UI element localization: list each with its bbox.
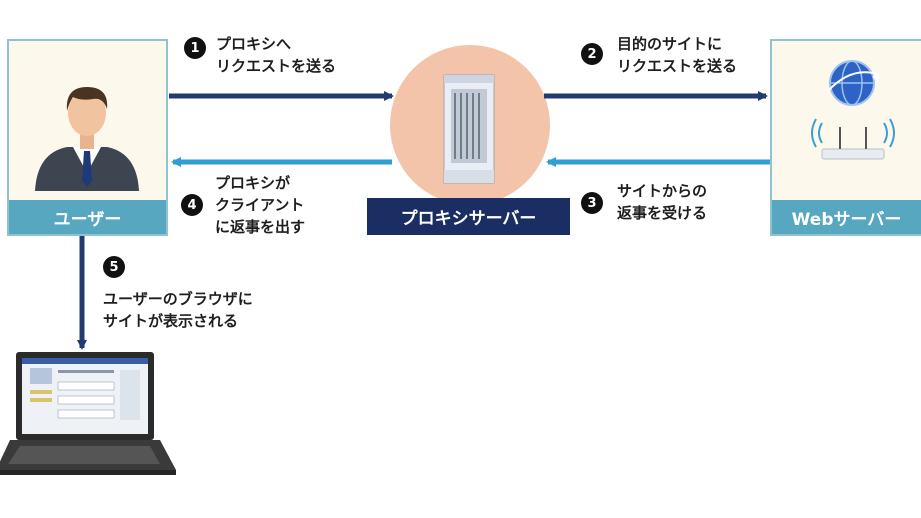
- step-5-text: ユーザーのブラウザに サイトが表示される: [103, 288, 253, 332]
- globe-router-icon: [811, 60, 895, 160]
- step-4-line-1: プロキシが: [215, 174, 291, 192]
- step-1-line-2: リクエストを送る: [216, 57, 337, 75]
- user-label: ユーザー: [9, 200, 166, 234]
- step-4-text: プロキシが クライアント に返事を出す: [215, 172, 305, 238]
- step-4-line-2: クライアント: [215, 196, 305, 214]
- step-2-line-1: 目的のサイトに: [617, 35, 723, 53]
- step-5-line-1: ユーザーのブラウザに: [103, 290, 253, 308]
- step-3-line-2: 返事を受ける: [617, 204, 708, 222]
- step-2-text: 目的のサイトに リクエストを送る: [617, 33, 737, 77]
- step-3-number: 3: [581, 192, 603, 214]
- step-3-line-1: サイトからの: [617, 182, 708, 200]
- step-1-number: 1: [184, 37, 206, 59]
- step-3-text: サイトからの 返事を受ける: [617, 180, 707, 224]
- step-4-number: 4: [181, 194, 203, 216]
- step-1-text: プロキシへ リクエストを送る: [216, 33, 336, 77]
- step-5-number: 5: [103, 256, 125, 278]
- step-2-line-2: リクエストを送る: [617, 57, 738, 75]
- step-2-number: 2: [581, 43, 603, 65]
- proxy-server-label: プロキシサーバー: [367, 198, 570, 235]
- server-rack-icon: [443, 74, 495, 184]
- web-server-box: Webサーバー: [770, 39, 921, 236]
- user-box: ユーザー: [7, 39, 168, 236]
- step-4-line-3: に返事を出す: [215, 218, 306, 236]
- laptop-icon: [0, 352, 176, 475]
- businessman-avatar-icon: [35, 87, 139, 191]
- step-1-line-1: プロキシへ: [216, 35, 292, 53]
- step-5-line-2: サイトが表示される: [103, 312, 239, 330]
- web-server-label: Webサーバー: [772, 200, 921, 234]
